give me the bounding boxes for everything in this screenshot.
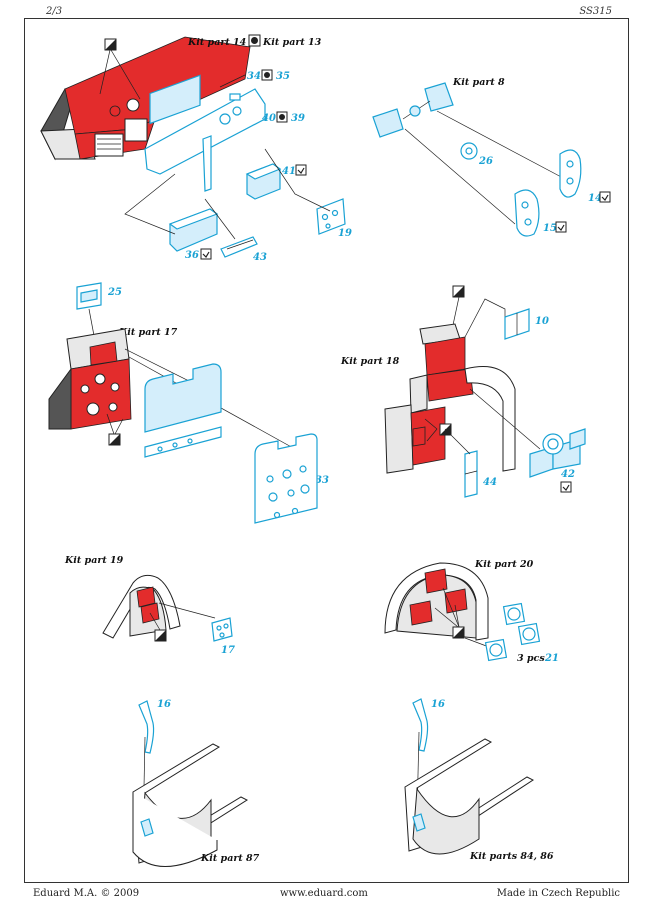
- instruction-panel-1: Kit part 14 Kit part 13 34 35 40 39 41: [24, 18, 629, 270]
- instrument-panel-kit-part: [40, 36, 251, 161]
- page-number: 2/3: [46, 6, 63, 17]
- instruction-panel-2: 25 Kit part 17 32 33: [24, 269, 629, 534]
- part-34-label: 34: [247, 71, 261, 82]
- bend-fold-icon: [295, 164, 307, 176]
- instruction-panel-4: 16 Kit part 87 16 Kit parts 84, 86: [24, 677, 629, 883]
- part-41-block: [245, 163, 282, 200]
- part-33-label: 33: [315, 475, 329, 486]
- bend-fold-icon: [200, 248, 212, 260]
- part-26-label: 26: [478, 156, 493, 167]
- kit-part-19-label: Kit part 19: [64, 555, 124, 566]
- part-15-label: 15: [543, 223, 557, 234]
- kit-parts-84-86-label: Kit parts 84, 86: [469, 851, 554, 862]
- part-44-label: 44: [483, 477, 497, 488]
- part-21-label: 21: [544, 653, 559, 664]
- part-41-label: 41: [282, 166, 296, 177]
- part-44-strip: [464, 450, 478, 498]
- kit-part-18-label: Kit part 18: [340, 356, 400, 367]
- part-10-bracket: [504, 308, 530, 340]
- part-42-label: 42: [561, 469, 575, 480]
- bulkhead-kit-part-19: [102, 574, 181, 639]
- instruction-panel-3: Kit part 19 17 Kit part 20: [24, 533, 629, 678]
- yin-yang-icon: [248, 34, 261, 47]
- part-19-label: 19: [338, 228, 352, 239]
- part-32-seat-plate: [144, 363, 222, 458]
- footer-origin: Made in Czech Republic: [496, 888, 620, 899]
- kit-part-17-label: Kit part 17: [118, 327, 178, 338]
- panel-1-drawing: Kit part 14 Kit part 13 34 35 40 39 41: [40, 34, 611, 263]
- gauge-ring-icons: [484, 602, 541, 662]
- part-25-label: 25: [107, 287, 122, 298]
- part-39-label: 39: [291, 113, 305, 124]
- paint-diagonal-icon: [108, 433, 121, 446]
- footer-website-link[interactable]: www.eduard.com: [280, 888, 368, 899]
- part-16b-clip: [412, 698, 429, 752]
- bend-fold-icon: [555, 221, 567, 233]
- part-14-label: 14: [588, 193, 602, 204]
- part-36-block: [168, 208, 219, 252]
- seat-kit-part-18: [384, 323, 516, 474]
- bend-fold-icon: [560, 481, 572, 493]
- panel-2-drawing: 25 Kit part 17 32 33: [48, 282, 586, 524]
- kit-part-20-label: Kit part 20: [474, 559, 534, 570]
- kit-part-87-label: Kit part 87: [200, 853, 260, 864]
- pedal-assembly-kit-part-8: [372, 82, 454, 138]
- part-14-pedal: [559, 149, 582, 198]
- paint-diagonal-icon: [104, 38, 117, 51]
- part-26-gear: [460, 142, 478, 160]
- bend-fold-icon: [599, 191, 611, 203]
- paint-diagonal-icon: [154, 629, 167, 642]
- footer-copyright: Eduard M.A. © 2009: [33, 888, 140, 899]
- part-25-plate: [76, 282, 102, 310]
- yin-yang-icon: [261, 69, 273, 81]
- photoetch-instrument-panel: [144, 74, 266, 192]
- part-43-label: 43: [253, 252, 267, 263]
- seat-pan-kit-part-87: [132, 743, 249, 867]
- part-36-label: 36: [185, 250, 199, 261]
- yin-yang-icon: [276, 111, 288, 123]
- part-43-strip: [220, 236, 258, 258]
- sheet-code: SS315: [579, 6, 612, 17]
- part-40-label: 40: [262, 113, 276, 124]
- part-15-pedal: [514, 189, 540, 237]
- seat-back-kit-part-17: [48, 328, 132, 430]
- part-33-seat-plate: [254, 433, 318, 524]
- kit-part-13-label: Kit part 13: [262, 37, 322, 48]
- bulkhead-kit-part-20: [384, 562, 489, 641]
- part-16-label-left: 16: [157, 699, 171, 710]
- part-10-label: 10: [535, 316, 549, 327]
- paint-diagonal-icon: [452, 285, 465, 298]
- seat-pan-kit-parts-84-86: [404, 738, 535, 855]
- quantity-3-pcs-label: 3 pcs: [517, 653, 545, 664]
- kit-part-8-label: Kit part 8: [452, 77, 505, 88]
- panel-4-drawing: 16 Kit part 87 16 Kit parts 84, 86: [132, 698, 554, 867]
- part-16a-clip: [138, 700, 155, 754]
- part-17-label: 17: [221, 645, 235, 656]
- part-42-bracket: [529, 428, 586, 478]
- part-35-label: 35: [276, 71, 290, 82]
- panel-3-drawing: Kit part 19 17 Kit part 20: [64, 555, 559, 664]
- kit-part-14-label: Kit part 14: [187, 37, 246, 48]
- paint-diagonal-icon: [452, 626, 465, 639]
- part-16-label-right: 16: [431, 699, 445, 710]
- part-17-plate: [211, 617, 233, 642]
